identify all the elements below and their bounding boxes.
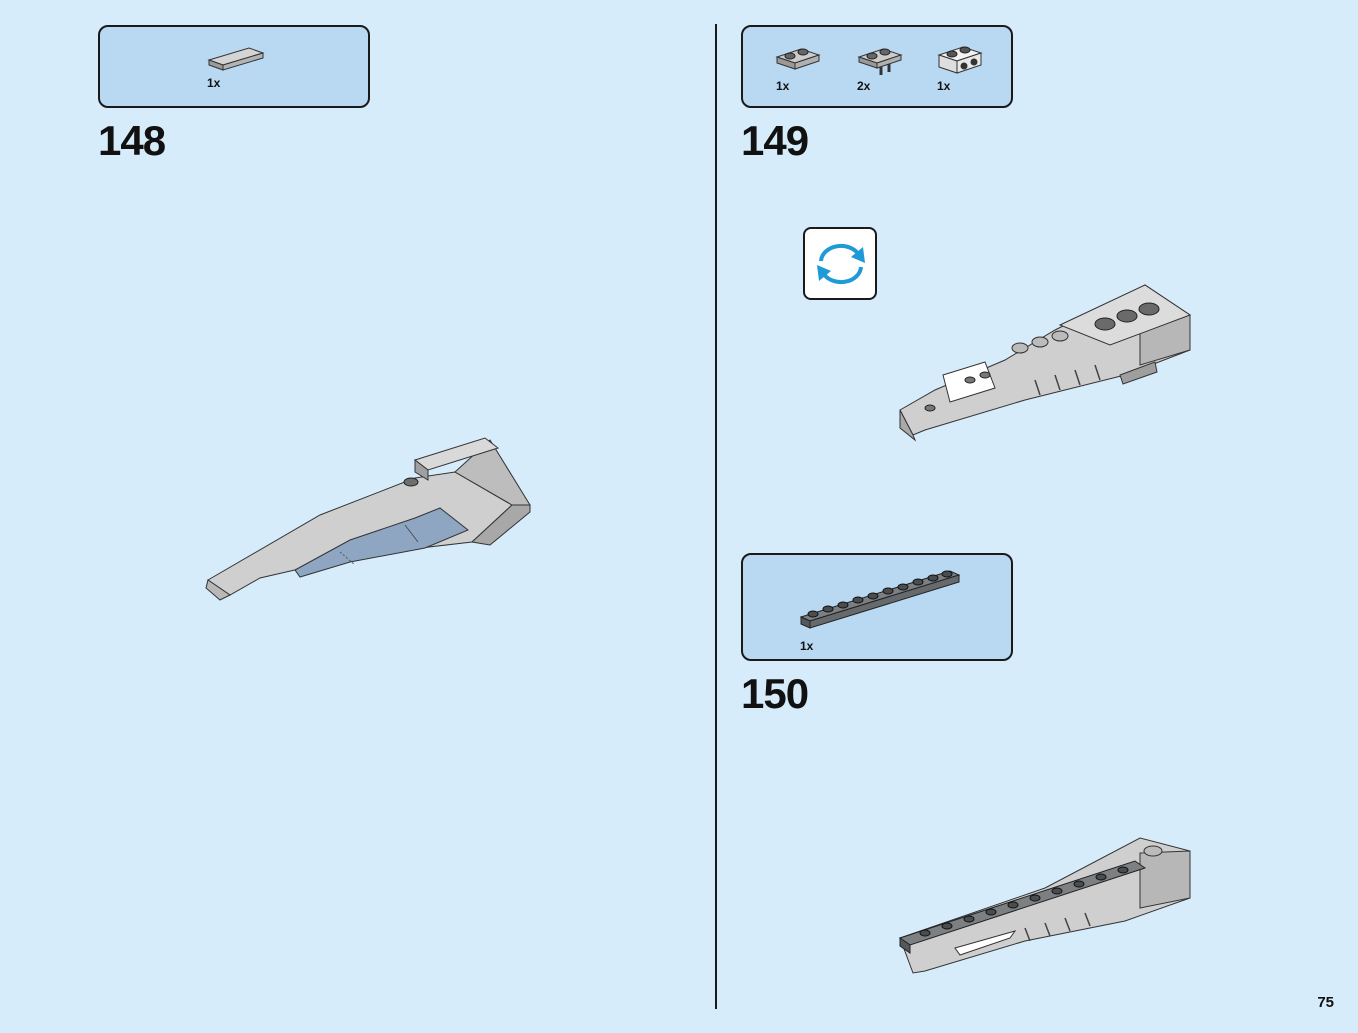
part-quantity: 1x [776,79,790,93]
wing-assembly-illustration [205,437,531,601]
part-quantity: 1x [207,76,221,90]
grey-plate-clip-bar-icon [857,48,903,75]
part-quantity: 1x [800,639,814,653]
part-quantity: 2x [857,79,871,93]
white-plate-studs-side-icon [937,46,983,74]
body-assembly-illustration-149 [899,284,1192,442]
parts-list-step-148: 1x [98,25,370,108]
grey-plate-clip-icon [775,48,821,70]
rotate-model-callout [803,227,877,300]
body-assembly-illustration-150 [898,837,1191,974]
step-number: 149 [741,117,809,164]
step-number: 150 [741,670,809,717]
rotate-arrows-icon [817,243,865,285]
parts-list-step-149: 1x 2x 1x [741,25,1013,108]
dark-grey-plate-1x10-icon [799,570,961,629]
page-divider [715,24,717,1009]
grey-tile-1x4-icon [207,47,265,71]
step-number: 148 [98,117,166,164]
page-number: 75 [1317,994,1334,1011]
parts-list-step-150: 1x [741,553,1013,661]
part-quantity: 1x [937,79,951,93]
